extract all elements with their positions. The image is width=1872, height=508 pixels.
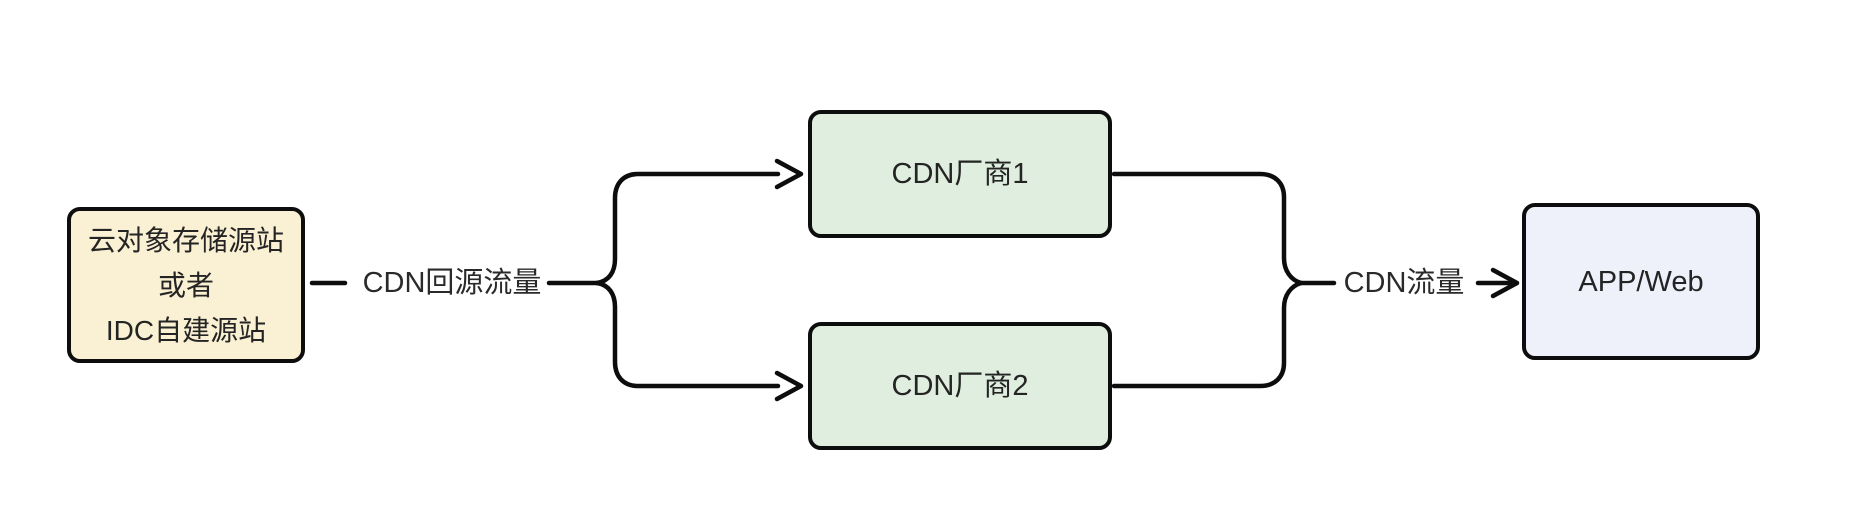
arrowhead-to-cdn1	[774, 158, 804, 190]
arrowhead-to-app	[1490, 267, 1520, 299]
node-origin: 云对象存储源站 或者 IDC自建源站	[67, 207, 305, 363]
node-cdn-vendor-1: CDN厂商1	[808, 110, 1112, 238]
merge-lower-arm	[1111, 280, 1304, 389]
edge-label-back-to-origin-traffic: CDN回源流量	[362, 267, 542, 299]
fanout-lower-arm	[594, 280, 781, 389]
node-origin-line-1: 云对象存储源站	[87, 224, 284, 256]
node-app-web-label: APP/Web	[1578, 265, 1704, 298]
node-cdn-vendor-1-label: CDN厂商1	[891, 158, 1029, 190]
fanout-upper-arm	[594, 171, 781, 286]
edge-label-cdn-traffic: CDN流量	[1343, 267, 1465, 299]
node-cdn-vendor-2: CDN厂商2	[808, 322, 1112, 450]
arrowhead-to-cdn2	[774, 370, 804, 402]
merge-upper-arm	[1111, 171, 1304, 286]
node-origin-line-2: 或者	[157, 269, 214, 301]
node-app-web: APP/Web	[1522, 203, 1760, 360]
node-origin-line-3: IDC自建源站	[105, 314, 267, 346]
node-cdn-vendor-2-label: CDN厂商2	[891, 370, 1029, 402]
